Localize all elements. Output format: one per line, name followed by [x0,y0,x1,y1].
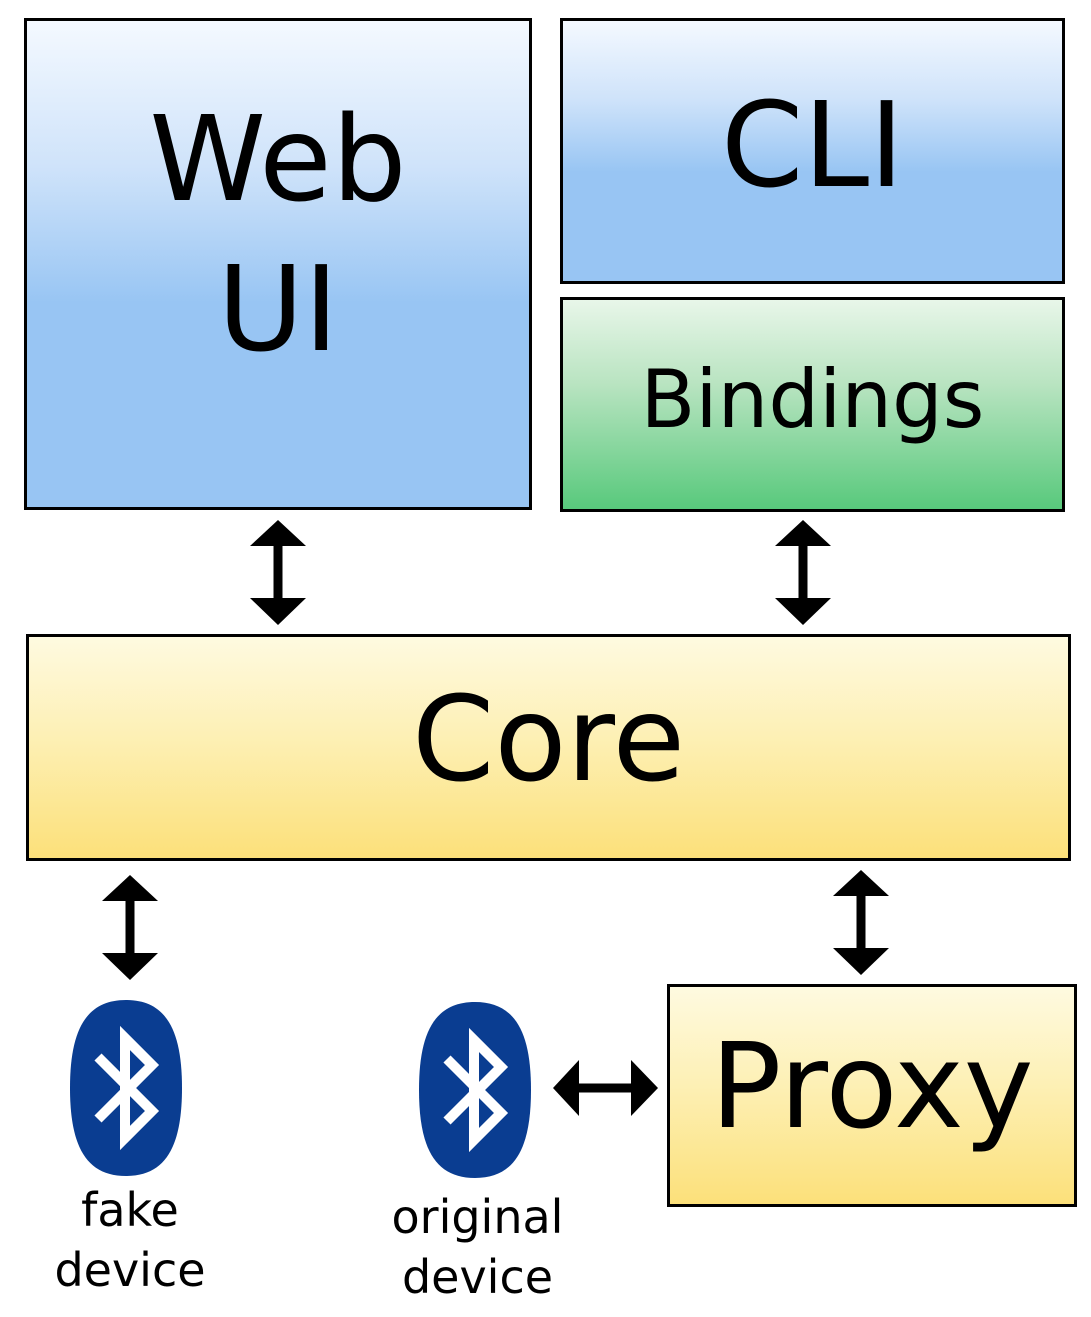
arrow-bindings-core [775,520,831,625]
arrow-webui-core [250,520,306,625]
web-ui-block: Web UI [24,18,532,510]
core-label: Core [411,669,686,808]
original-device-caption: original device [360,1187,595,1307]
fake-device-caption: fake device [20,1180,240,1300]
web-ui-label: Web UI [149,90,407,378]
fake-device-line2: device [54,1243,206,1297]
bluetooth-icon [70,1000,182,1176]
arrow-core-fake-device [102,875,158,980]
cli-block: CLI [560,18,1065,284]
cli-label: CLI [721,76,904,214]
core-block: Core [26,634,1071,861]
proxy-block: Proxy [667,984,1077,1207]
bluetooth-icon [419,1002,531,1178]
original-device-line1: original [391,1190,564,1244]
arrow-core-proxy [833,870,889,975]
fake-device-line1: fake [81,1183,179,1237]
original-device-line2: device [401,1250,554,1304]
proxy-label: Proxy [710,1016,1034,1155]
bindings-block: Bindings [560,297,1065,512]
bindings-label: Bindings [640,352,985,446]
arrow-original-device-proxy [553,1060,658,1116]
